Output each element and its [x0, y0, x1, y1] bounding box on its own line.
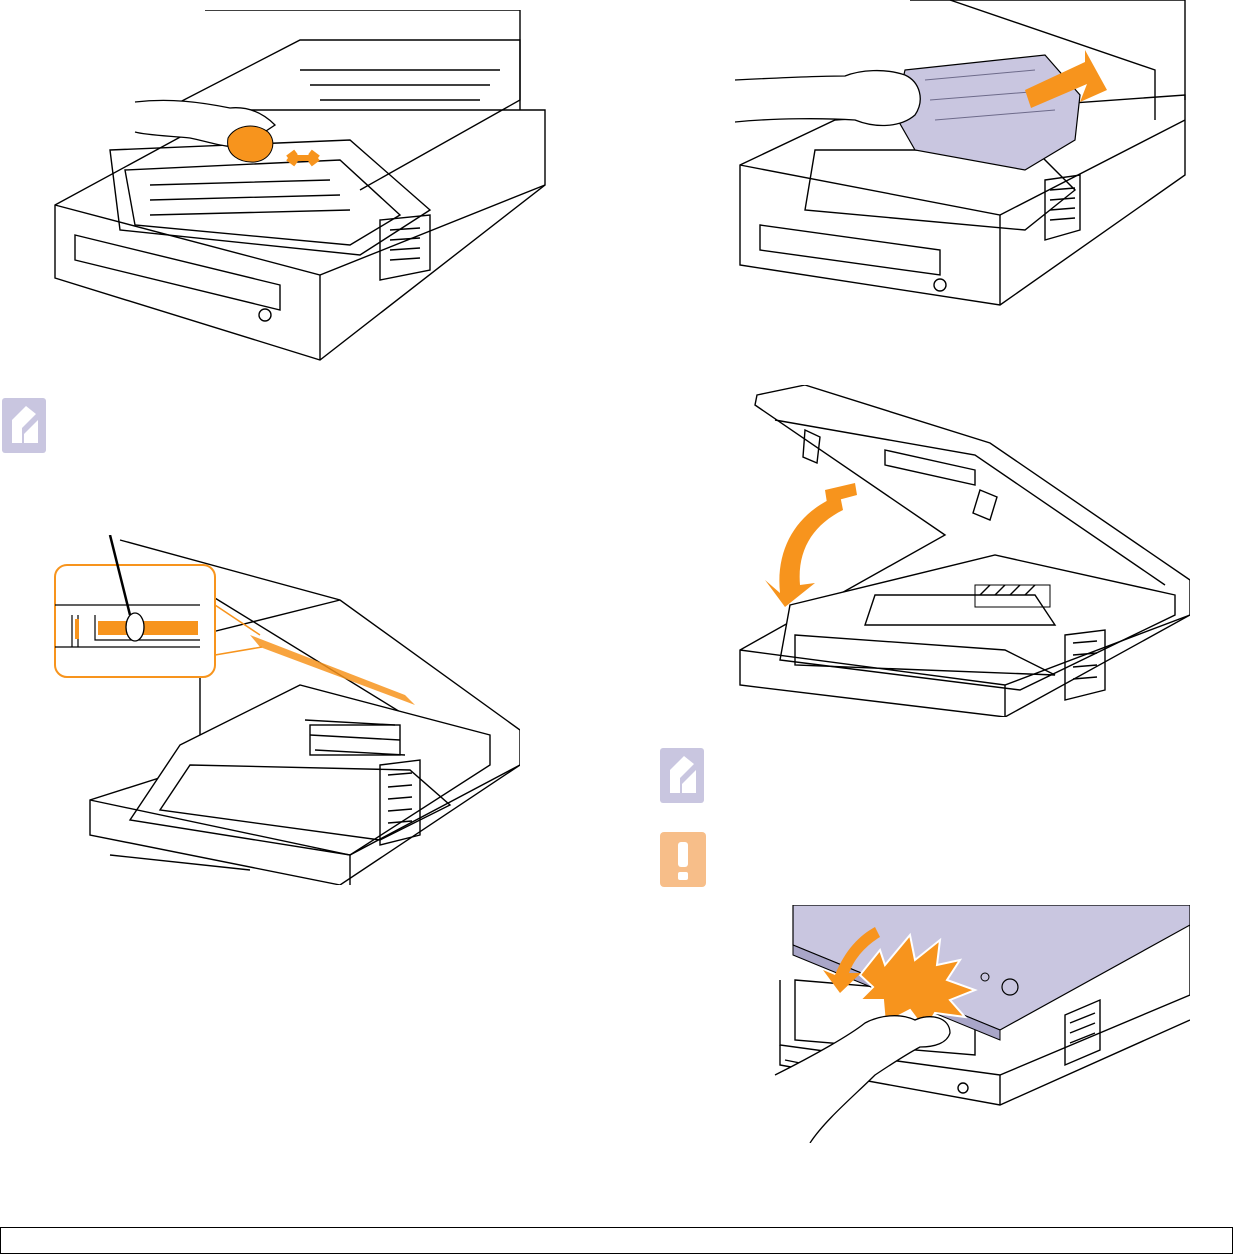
note-icon — [2, 398, 46, 453]
cleaning-cloth-icon — [228, 126, 273, 162]
caution-icon — [660, 832, 706, 887]
printer-close-lid-illustration — [735, 385, 1190, 717]
note-icon — [660, 748, 704, 803]
printer-cleaning-cloth-illustration — [50, 10, 550, 362]
close-down-arrow-icon — [765, 483, 857, 607]
page-footer-frame — [0, 1227, 1233, 1254]
top-cover — [793, 905, 1190, 1030]
printer-hand-pinch-illustration — [765, 905, 1190, 1143]
printer-insert-toner-illustration — [735, 0, 1190, 308]
printer-swab-lsu-illustration — [50, 535, 520, 885]
